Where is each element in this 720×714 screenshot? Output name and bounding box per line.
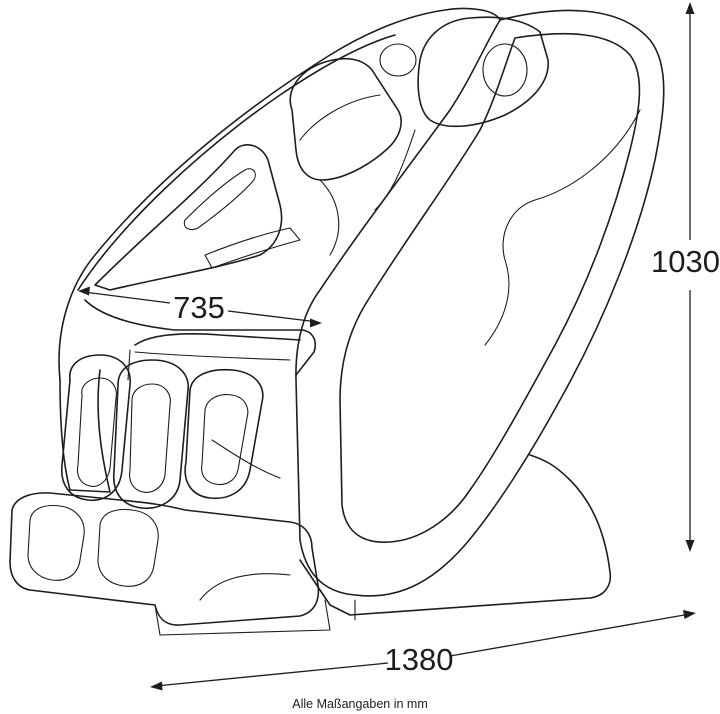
chair-calf-pad-3 (184, 368, 264, 500)
chair-right-wing-inner (339, 32, 641, 543)
chair-head-pad-right (482, 43, 528, 97)
chair-left-shell-inner (77, 34, 396, 291)
chair-base (299, 454, 612, 616)
chair-left-shell (58, 7, 501, 381)
chair-side-detail (204, 227, 301, 269)
chair-top-cushion (417, 16, 549, 128)
chair-left-panel (94, 144, 283, 291)
chair-right-wing-stripe (484, 109, 641, 346)
chair-headrest (289, 57, 402, 181)
width-arrow-left (78, 286, 90, 296)
chair-back-line-1 (319, 179, 340, 256)
chair-foot-pocket-2 (97, 508, 159, 587)
chair-seat-back (84, 299, 316, 376)
height-arrow-bottom (685, 540, 695, 552)
length-dimension-line-left (155, 662, 389, 687)
units-caption: Alle Maßangaben in mm (292, 697, 427, 711)
chair-foot-pocket-1 (27, 504, 85, 581)
chair-calf-pad-2-inner (129, 383, 171, 493)
chair-seat-cushion (127, 349, 291, 381)
height-label: 1030 (651, 244, 720, 279)
chair-side-slot (183, 168, 256, 231)
length-label: 1380 (385, 642, 454, 677)
chair-back-line-2 (374, 129, 416, 211)
chair-base-inner (199, 573, 356, 621)
length-dimension-line-right (449, 613, 691, 657)
length-arrow-left (150, 681, 163, 691)
chair-headrest-inner (299, 94, 381, 141)
chair-calf-pad-1 (61, 354, 131, 501)
length-dimension: 1380 (150, 610, 696, 691)
chair-footrest (9, 492, 320, 626)
width-dimension-line-right (227, 310, 319, 323)
width-dimension: 735 (78, 286, 322, 328)
width-label: 735 (173, 290, 225, 325)
chair-calf-swoosh (211, 439, 281, 479)
chair-head-pad-left (379, 43, 417, 77)
chair-right-wing (295, 9, 665, 597)
chair-seat-front (134, 333, 301, 346)
width-dimension-line-left (83, 291, 171, 304)
length-arrow-right (683, 610, 696, 619)
height-arrow-top (685, 2, 695, 14)
height-label-gap (668, 240, 714, 290)
chair-left-armrest (59, 369, 111, 493)
chair-calf-pad-3-inner (201, 394, 249, 486)
chair-calf-pad-1-inner (76, 377, 117, 487)
width-arrow-right (310, 318, 322, 328)
chair-footrest-bottom (154, 599, 331, 636)
massage-chair-illustration (9, 7, 665, 636)
height-dimension: 1030 (651, 2, 720, 552)
